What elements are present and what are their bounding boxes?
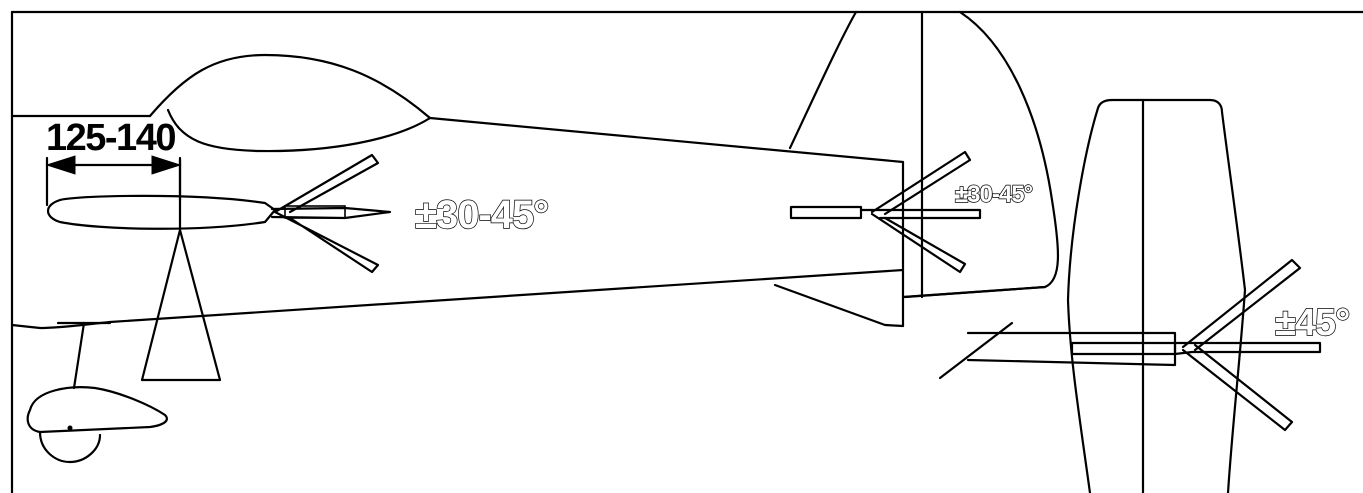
elevator-throw-label: ±30-45° bbox=[415, 193, 548, 237]
stab-throw-label: ±45° bbox=[1275, 302, 1349, 344]
elevator-up-throw bbox=[273, 153, 380, 214]
dimension-label: 125-140 bbox=[46, 117, 175, 159]
rudder-throw-side bbox=[789, 150, 982, 274]
stab-up-throw bbox=[1181, 258, 1302, 352]
vertical-tail bbox=[773, 10, 1059, 328]
elevator-down-throw bbox=[273, 210, 380, 274]
arrow-left-icon bbox=[45, 155, 76, 175]
arrow-right-icon bbox=[151, 155, 182, 175]
horizontal-tail-plan bbox=[938, 98, 1322, 493]
rudder-down-throw bbox=[870, 212, 967, 274]
rudder-throw-label: ±30-45° bbox=[955, 181, 1033, 208]
rudder-up-throw bbox=[870, 150, 972, 216]
wheel-pant bbox=[26, 321, 168, 464]
stab-down-throw bbox=[1181, 343, 1294, 432]
wing-airfoil bbox=[46, 153, 392, 274]
canopy bbox=[148, 53, 432, 120]
fuselage-side-view bbox=[10, 53, 905, 330]
dimension-indicator: 125-140 bbox=[45, 117, 182, 207]
diagram-frame bbox=[10, 10, 1363, 493]
